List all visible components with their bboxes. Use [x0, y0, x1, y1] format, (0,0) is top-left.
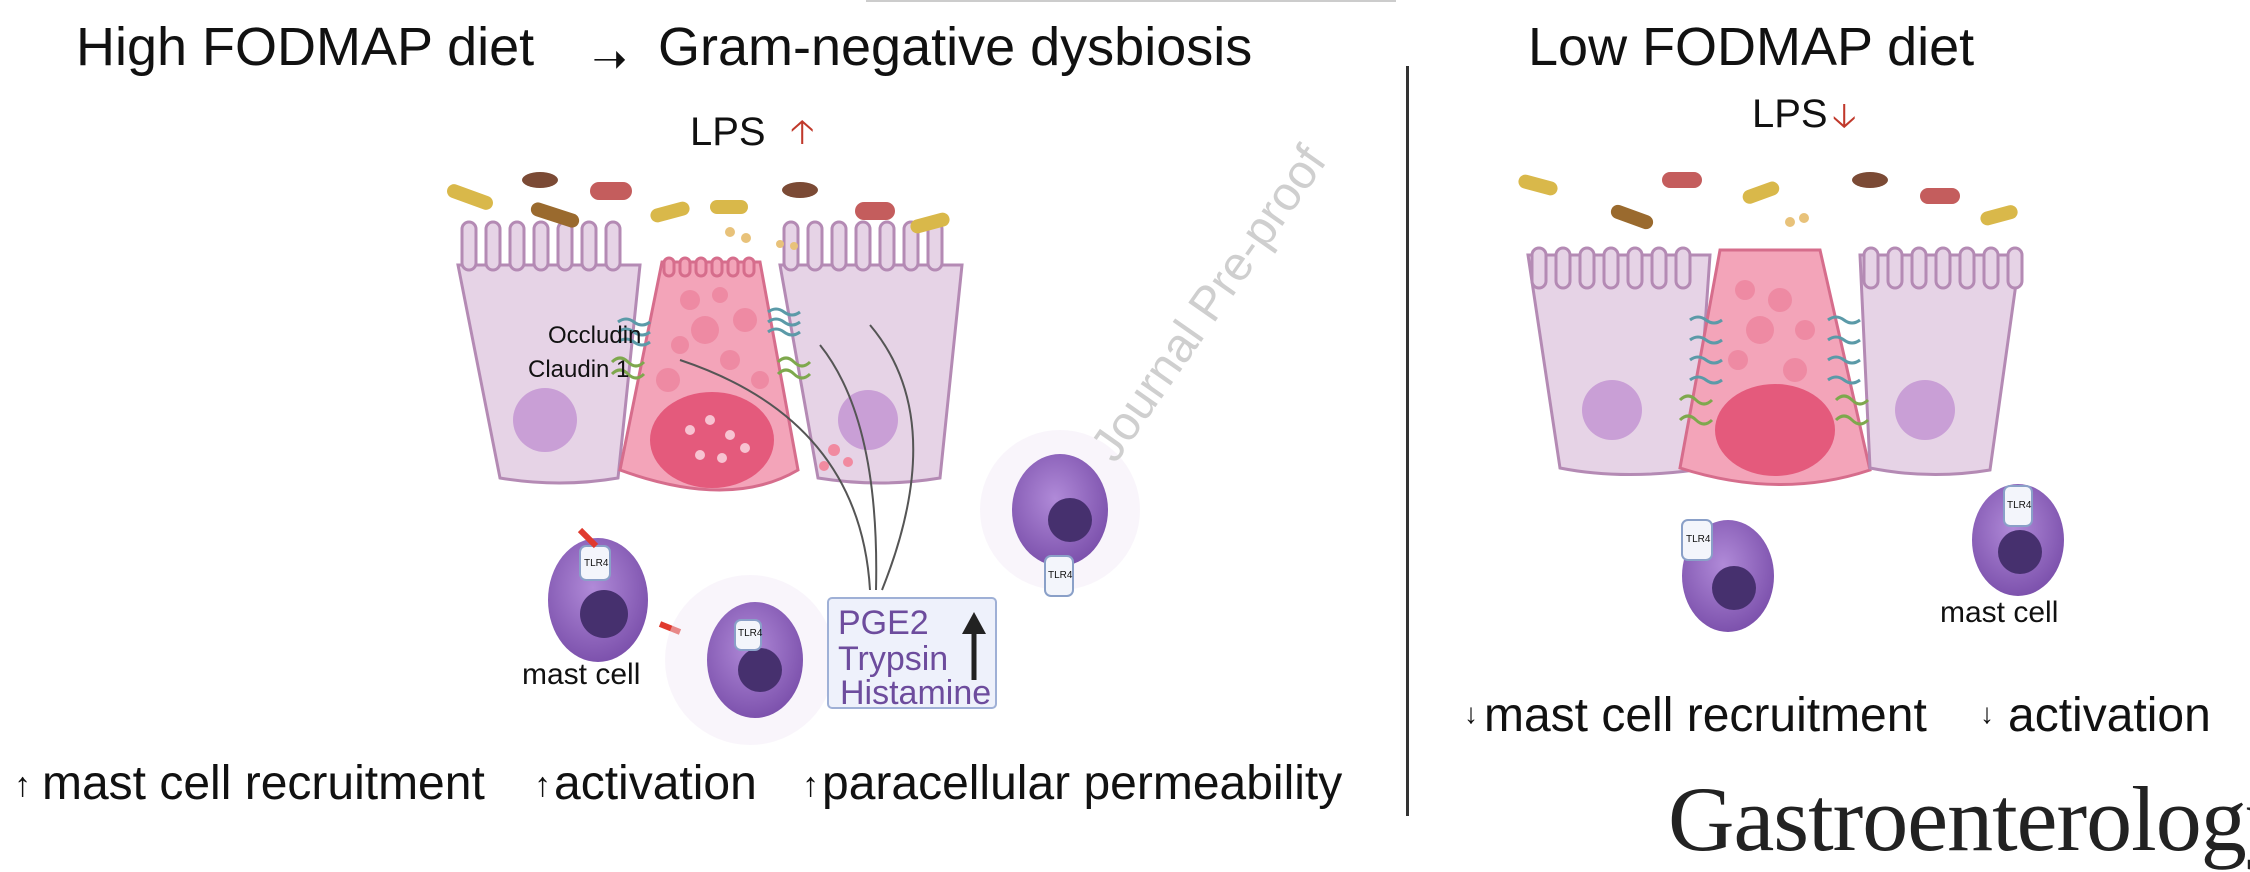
epithelial-cell-right — [778, 220, 964, 485]
illustration — [447, 172, 2064, 745]
caption-up-arrow-icon-1: ↑ — [14, 766, 31, 804]
epithelial-cell-right-panel-right — [1858, 246, 2024, 477]
tlr4-label-activated-2: TLR4 — [1048, 570, 1073, 581]
epithelial-cell-right-panel-pink — [1678, 248, 1872, 486]
mediator-box — [827, 597, 997, 709]
right-title-diet: Low FODMAP diet — [1528, 17, 1975, 77]
lps-label-left: LPS — [690, 110, 766, 154]
mast-cell-right-2 — [1972, 484, 2064, 596]
occludin-label: Occludin — [548, 322, 642, 349]
bacteria-right — [1518, 172, 2018, 230]
activated-mast-cell-2 — [980, 430, 1140, 597]
top-divider — [866, 0, 1396, 2]
mediator-trypsin: Trypsin — [838, 640, 949, 678]
epithelial-cell-left — [456, 220, 642, 485]
mediator-up-arrow-icon — [962, 612, 986, 680]
tlr4-label-right-1: TLR4 — [1686, 534, 1711, 545]
arrow-up-icon: 🡡 — [790, 113, 815, 151]
occludin-junctions — [617, 307, 801, 347]
claudin-label: Claudin 1 — [528, 356, 630, 383]
claudin-junctions — [610, 356, 812, 380]
arrow-right-icon: ➝ — [592, 35, 628, 82]
caption-activation-left: activation — [554, 757, 757, 810]
tlr4-label-left: TLR4 — [584, 558, 609, 569]
arrow-down-icon: 🡣 — [1832, 97, 1857, 135]
epithelial-cell-right-panel-left — [1526, 246, 1712, 477]
panel-divider — [1406, 66, 1409, 816]
mast-cell-right-1 — [1681, 519, 1774, 632]
caption-activation-right: activation — [2008, 689, 2211, 742]
left-title-diet: High FODMAP diet — [76, 17, 535, 77]
epithelial-cell-pink — [618, 256, 800, 492]
caption-down-arrow-icon-1: ↓ — [1464, 698, 1478, 729]
mediator-arrows — [679, 324, 915, 591]
caption-permeability-left: paracellular permeability — [822, 757, 1343, 810]
mediator-histamine: Histamine — [840, 674, 992, 712]
caption-down-arrow-icon-2: ↓ — [1980, 698, 1994, 729]
tlr4-label-right-2: TLR4 — [2007, 500, 2032, 511]
caption-up-arrow-icon-3: ↑ — [802, 766, 819, 804]
mast-cell-left — [548, 527, 682, 662]
left-title-dysbiosis: Gram-negative dysbiosis — [658, 17, 1253, 77]
mast-cell-label-left: mast cell — [522, 658, 641, 691]
tlr4-label-activated-1: TLR4 — [738, 628, 763, 639]
mast-cell-label-right: mast cell — [1940, 596, 2059, 629]
caption-mast-recruitment-left: mast cell recruitment — [42, 757, 485, 810]
junctions-right-panel — [1689, 315, 1861, 385]
caption-up-arrow-icon-2: ↑ — [534, 766, 551, 804]
caption-mast-recruitment-right: mast cell recruitment — [1484, 689, 1927, 742]
lps-label-right: LPS — [1752, 92, 1828, 136]
gram-negative-bacteria-left — [447, 172, 950, 250]
activated-mast-cell-1 — [665, 575, 835, 745]
journal-wordmark: Gastroenterology — [1668, 768, 2250, 870]
mediator-pge2: PGE2 — [838, 604, 929, 642]
